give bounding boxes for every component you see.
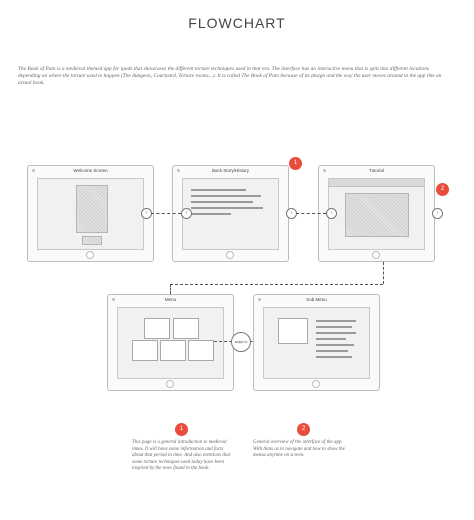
note-2: General overview of the interface of the… [253, 440, 345, 458]
text-line [191, 213, 231, 215]
text-line [316, 320, 356, 322]
image-placeholder [173, 318, 199, 339]
image-placeholder [144, 318, 170, 339]
welcome-screen-tablet: Welcome Screen [27, 165, 154, 262]
text-line [191, 201, 253, 203]
camera-dot [323, 169, 326, 172]
camera-dot [258, 298, 261, 301]
welcome-screen-label: Welcome Screen [73, 168, 108, 173]
text-line [191, 207, 263, 209]
tutorial-tablet: Tutorial [318, 165, 435, 262]
connector-node: › [432, 208, 443, 219]
badge-2: 2 [436, 183, 449, 196]
text-line [316, 332, 356, 334]
submenu-screen-display [263, 307, 370, 379]
image-placeholder [160, 340, 186, 361]
connector-line [151, 213, 181, 214]
text-line [316, 338, 346, 340]
home-button [226, 251, 234, 259]
connector-line [170, 284, 171, 294]
backstory-label: Back Story/History [211, 168, 249, 173]
home-button [86, 251, 94, 259]
image-placeholder [278, 318, 308, 344]
tutorial-image-placeholder [345, 193, 409, 237]
book-cover-placeholder [76, 185, 108, 233]
menu-label: Menu [164, 297, 177, 302]
swipe-label: swipe to [234, 340, 248, 344]
home-button [166, 380, 174, 388]
connector-node: ‹ [326, 208, 337, 219]
page-title: FLOWCHART [188, 15, 286, 31]
home-button [312, 380, 320, 388]
note-1: This page is a general introduction to m… [132, 440, 231, 471]
badge-1: 1 [289, 157, 302, 170]
badge-2-note: 2 [297, 423, 310, 436]
intro-text: The Book of Pain is a medieval themed ap… [18, 66, 442, 86]
badge-1-note: 1 [175, 423, 188, 436]
tutorial-label: Tutorial [369, 168, 384, 173]
connector-line [296, 213, 326, 214]
tutorial-navbar [329, 179, 424, 187]
backstory-tablet: Back Story/History [172, 165, 289, 262]
camera-dot [177, 169, 180, 172]
home-button [372, 251, 380, 259]
connector-node: ‹ [181, 208, 192, 219]
connector-line [170, 284, 383, 285]
text-line [316, 350, 348, 352]
backstory-screen-display [182, 178, 279, 250]
camera-dot [32, 169, 35, 172]
text-line [191, 195, 261, 197]
submenu-tablet: Sub Menu [253, 294, 380, 391]
text-line [316, 344, 354, 346]
camera-dot [112, 298, 115, 301]
submenu-label: Sub Menu [306, 297, 327, 302]
start-button-placeholder [82, 236, 102, 245]
menu-screen-display [117, 307, 224, 379]
swipe-node: swipe to [231, 332, 251, 352]
text-line [316, 356, 352, 358]
connector-line [383, 262, 384, 284]
text-line [316, 326, 352, 328]
menu-tablet: Menu [107, 294, 234, 391]
tutorial-screen-display [328, 178, 425, 250]
image-placeholder [132, 340, 158, 361]
welcome-screen-display [37, 178, 144, 250]
image-placeholder [188, 340, 214, 361]
text-line [191, 189, 246, 191]
